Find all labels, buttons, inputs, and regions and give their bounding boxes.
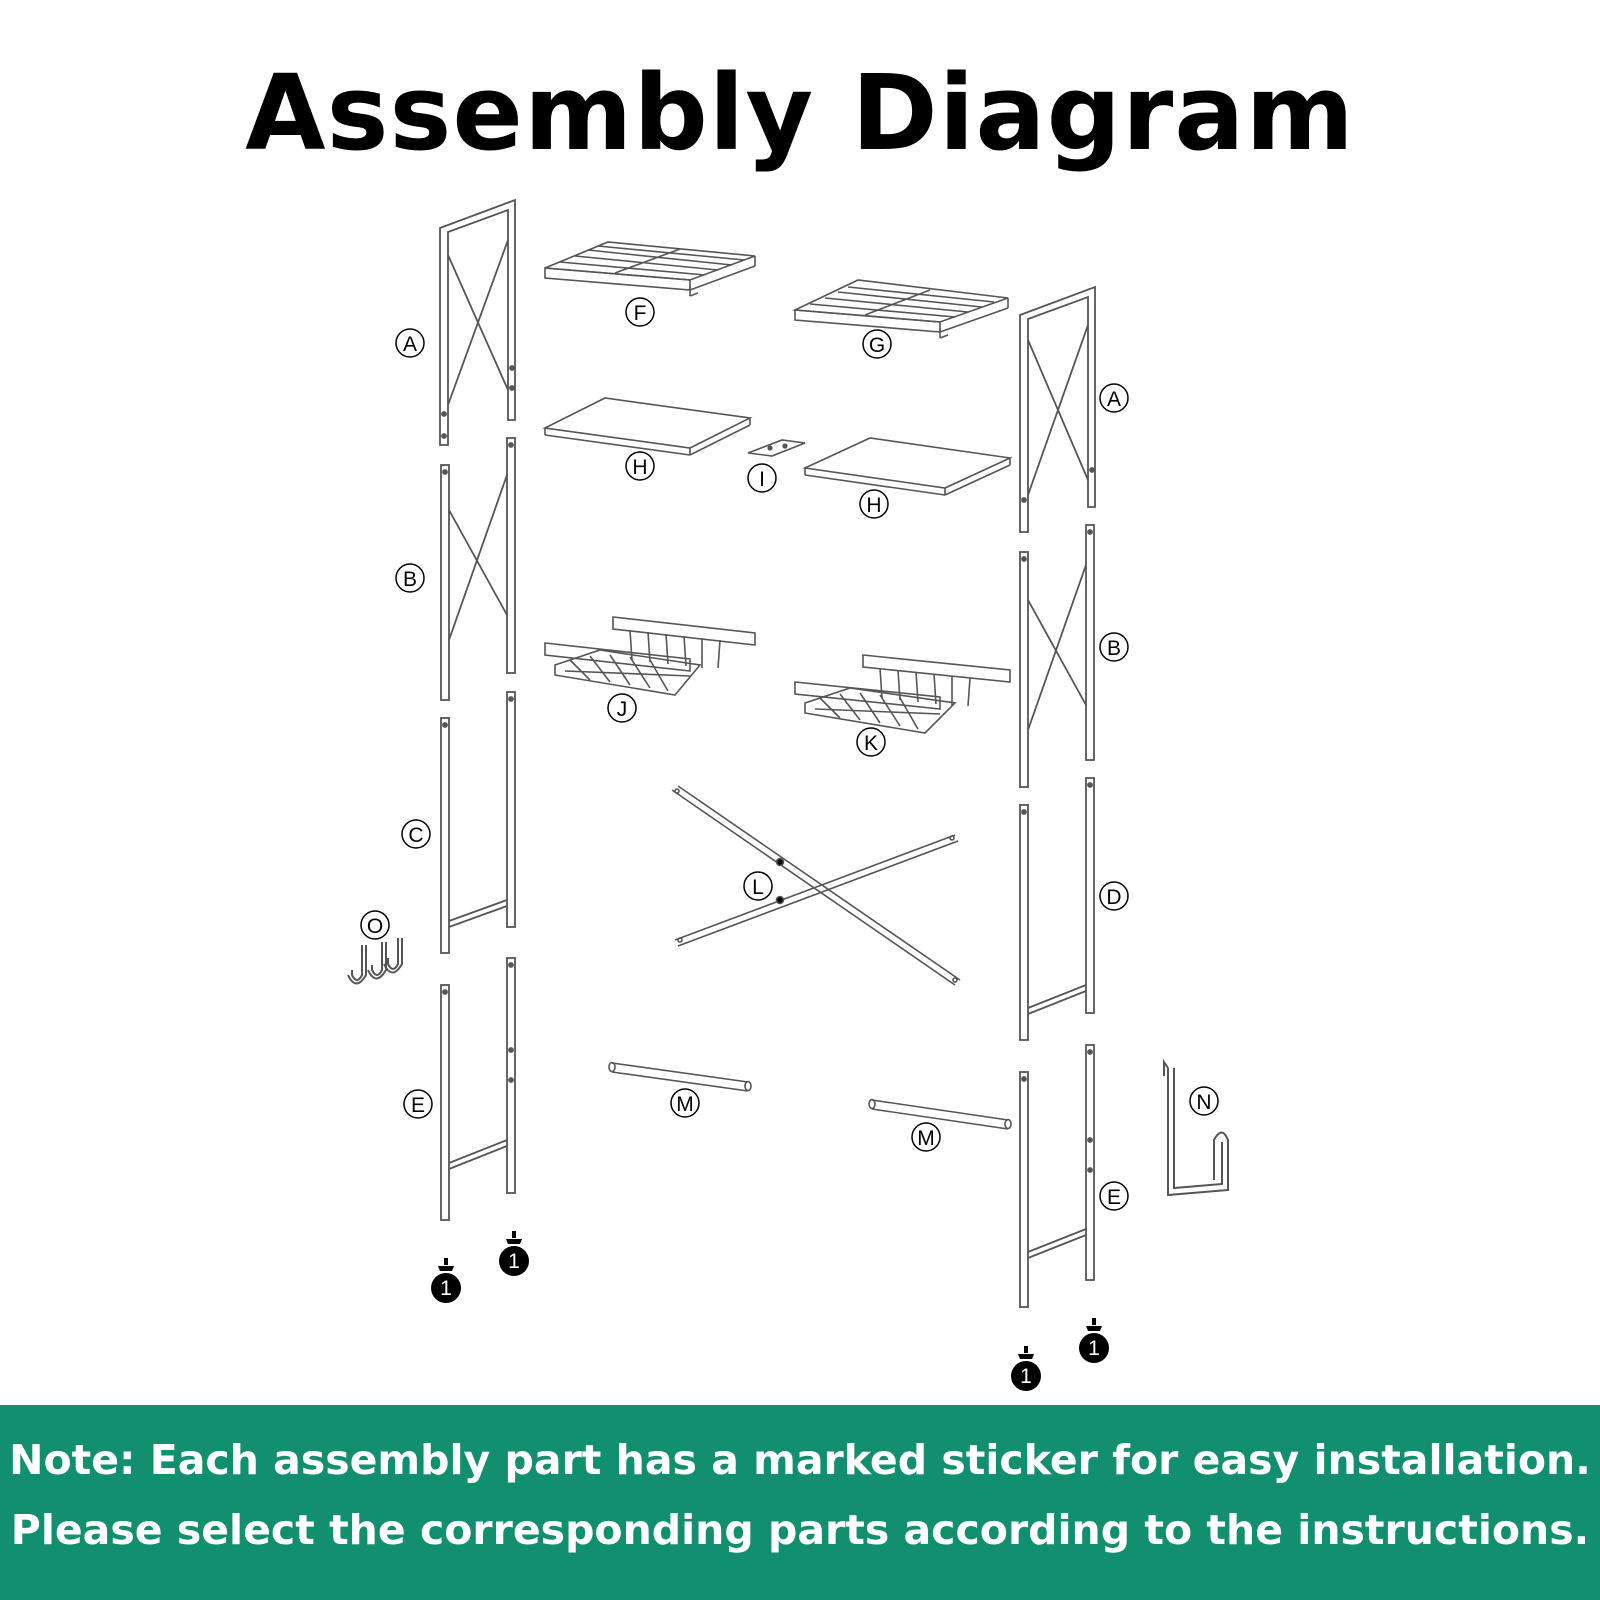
- label-i: I: [759, 468, 765, 491]
- note-line-2: Please select the corresponding parts ac…: [10, 1506, 1590, 1554]
- shelf-g: [791, 279, 1009, 339]
- label-m: M: [676, 1093, 694, 1116]
- connector-plate-i: [747, 439, 806, 457]
- rod-m-right: [868, 1098, 1012, 1130]
- left-frame-a: [439, 198, 516, 446]
- label-d: D: [1106, 886, 1121, 909]
- label-e: E: [411, 1094, 425, 1117]
- label-c: C: [408, 824, 423, 847]
- label-m: M: [917, 1127, 935, 1150]
- label-b: B: [403, 568, 417, 591]
- foot-label: 1: [1020, 1365, 1032, 1388]
- foot-label: 1: [508, 1250, 520, 1273]
- label-e: E: [1107, 1186, 1121, 1209]
- basket-j: [544, 616, 756, 696]
- foot-label: 1: [1088, 1337, 1100, 1360]
- right-frame-d: [1019, 777, 1095, 1041]
- left-frame-c: [440, 691, 516, 954]
- label-h: H: [632, 456, 647, 479]
- cross-bars-l: [671, 785, 961, 986]
- board-h-right: [802, 437, 1013, 496]
- note-banner: Note: Each assembly part has a marked st…: [0, 1405, 1600, 1600]
- board-h-left: [542, 397, 753, 456]
- holder-n: [1163, 1058, 1229, 1197]
- rod-m-left: [608, 1061, 752, 1092]
- foot-label: 1: [440, 1277, 452, 1300]
- assembly-diagram: 1 1 1 1 A F G A H I H B B J K C L D O E …: [347, 198, 1229, 1391]
- right-frame-b: [1019, 524, 1095, 788]
- note-line-1: Note: Each assembly part has a marked st…: [9, 1436, 1591, 1484]
- right-frame-a: [1019, 285, 1096, 533]
- shelf-f: [544, 241, 756, 297]
- page-title: Assembly Diagram: [245, 52, 1355, 174]
- label-l: L: [752, 876, 764, 899]
- right-frame-e: [1019, 1044, 1095, 1308]
- label-k: K: [864, 732, 878, 755]
- label-f: F: [634, 302, 647, 325]
- label-j: J: [617, 698, 628, 721]
- left-frame-b: [440, 437, 516, 701]
- label-n: N: [1196, 1091, 1211, 1114]
- left-frame-e: [440, 957, 516, 1221]
- label-b: B: [1107, 637, 1121, 660]
- label-a: A: [403, 333, 417, 356]
- basket-k: [794, 654, 1011, 734]
- hooks-o: [347, 938, 403, 985]
- label-g: G: [869, 334, 885, 357]
- label-h: H: [866, 494, 881, 517]
- label-o: O: [367, 915, 383, 938]
- label-a: A: [1107, 388, 1121, 411]
